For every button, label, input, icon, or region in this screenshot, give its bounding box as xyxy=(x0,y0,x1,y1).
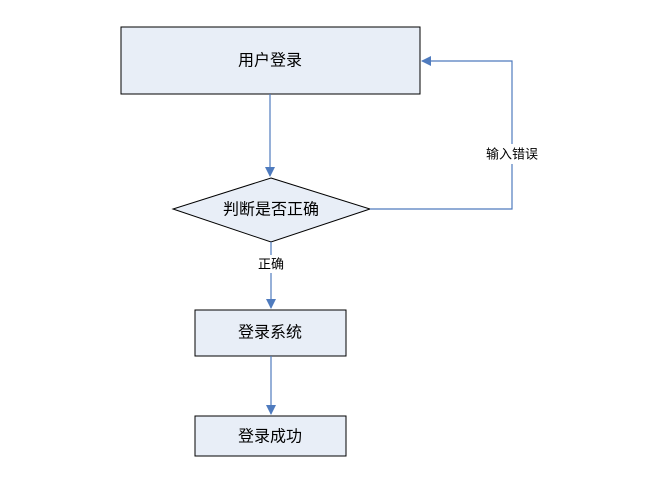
node-enter-label: 登录系统 xyxy=(238,323,302,342)
edge-check-to-enter-label: 正确 xyxy=(258,258,284,273)
edge-check-to-login xyxy=(370,56,513,210)
edge-check-to-login-label-bg xyxy=(478,144,546,164)
node-enter-box xyxy=(194,309,347,357)
node-login: 用户登录 xyxy=(120,26,421,95)
node-login-box xyxy=(120,26,421,95)
node-enter: 登录系统 xyxy=(194,309,347,357)
edge-check-to-login-label: 输入错误 xyxy=(486,147,538,163)
node-login-label: 用户登录 xyxy=(238,51,302,70)
node-success: 登录成功 xyxy=(194,415,347,457)
node-check: 判断是否正确 xyxy=(171,177,372,243)
node-check-label: 判断是否正确 xyxy=(223,200,319,219)
edge-check-to-enter-label-bg xyxy=(251,255,291,273)
node-success-label: 登录成功 xyxy=(238,427,302,446)
node-success-box xyxy=(194,415,347,457)
